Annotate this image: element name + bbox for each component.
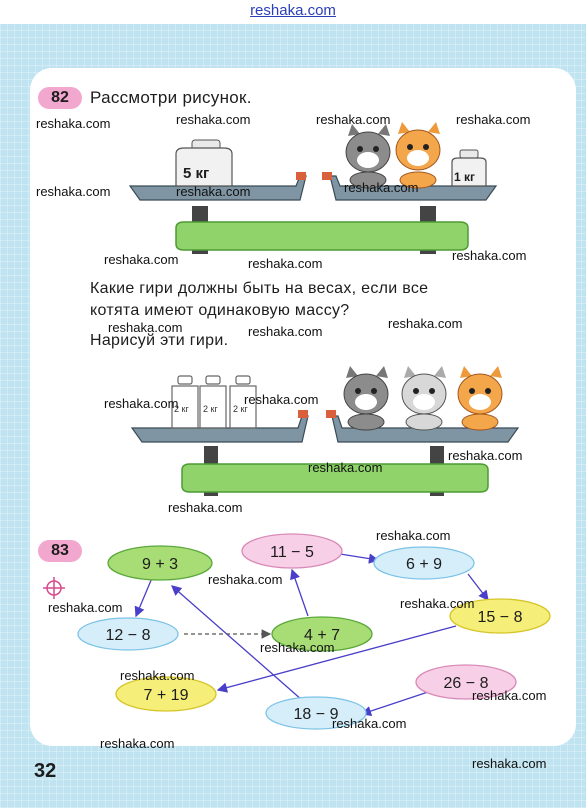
watermark: reshaka.com: [100, 736, 175, 751]
task-82-title: Рассмотри рисунок.: [90, 88, 252, 107]
watermark: reshaka.com: [244, 392, 319, 407]
task-82-question-line2: котята имеют одинаковую массу?: [90, 302, 350, 319]
task-82-badge: 82: [38, 87, 82, 109]
watermark: reshaka.com: [168, 500, 243, 515]
watermark: reshaka.com: [108, 320, 183, 335]
watermark: reshaka.com: [388, 316, 463, 331]
watermark: reshaka.com: [308, 460, 383, 475]
watermark: reshaka.com: [448, 448, 523, 463]
watermark: reshaka.com: [104, 252, 179, 267]
watermark: reshaka.com: [104, 396, 179, 411]
watermark: reshaka.com: [248, 324, 323, 339]
watermark: reshaka.com: [36, 116, 111, 131]
watermark: reshaka.com: [400, 596, 475, 611]
watermark: reshaka.com: [48, 600, 123, 615]
watermark: reshaka.com: [316, 112, 391, 127]
task-82-question-line1: Какие гири должны быть на весах, если вс…: [90, 280, 429, 297]
watermark: reshaka.com: [452, 248, 527, 263]
watermark: reshaka.com: [472, 756, 547, 771]
watermark: reshaka.com: [472, 688, 547, 703]
weight-5kg-label: 5 кг: [183, 165, 210, 182]
watermark: reshaka.com: [332, 716, 407, 731]
task-82-instruction: Нарисуй эти гири.: [90, 332, 229, 349]
weight-1kg-label: 1 кг: [454, 170, 476, 184]
watermark: reshaka.com: [248, 256, 323, 271]
watermark: reshaka.com: [36, 184, 111, 199]
watermark: reshaka.com: [208, 572, 283, 587]
watermark: reshaka.com: [456, 112, 531, 127]
watermark: reshaka.com: [260, 640, 335, 655]
watermark: reshaka.com: [176, 112, 251, 127]
weight-2kg-label-1: 2 кг: [174, 404, 189, 414]
task-83-badge: 83: [38, 540, 82, 562]
weight-2kg-label-2: 2 кг: [203, 404, 218, 414]
watermark: reshaka.com: [376, 528, 451, 543]
page-number: 32: [34, 760, 57, 782]
watermark: reshaka.com: [120, 668, 195, 683]
watermark: reshaka.com: [176, 184, 251, 199]
site-header-link[interactable]: reshaka.com: [250, 2, 336, 19]
watermark: reshaka.com: [344, 180, 419, 195]
weight-2kg-label-3: 2 кг: [233, 404, 248, 414]
